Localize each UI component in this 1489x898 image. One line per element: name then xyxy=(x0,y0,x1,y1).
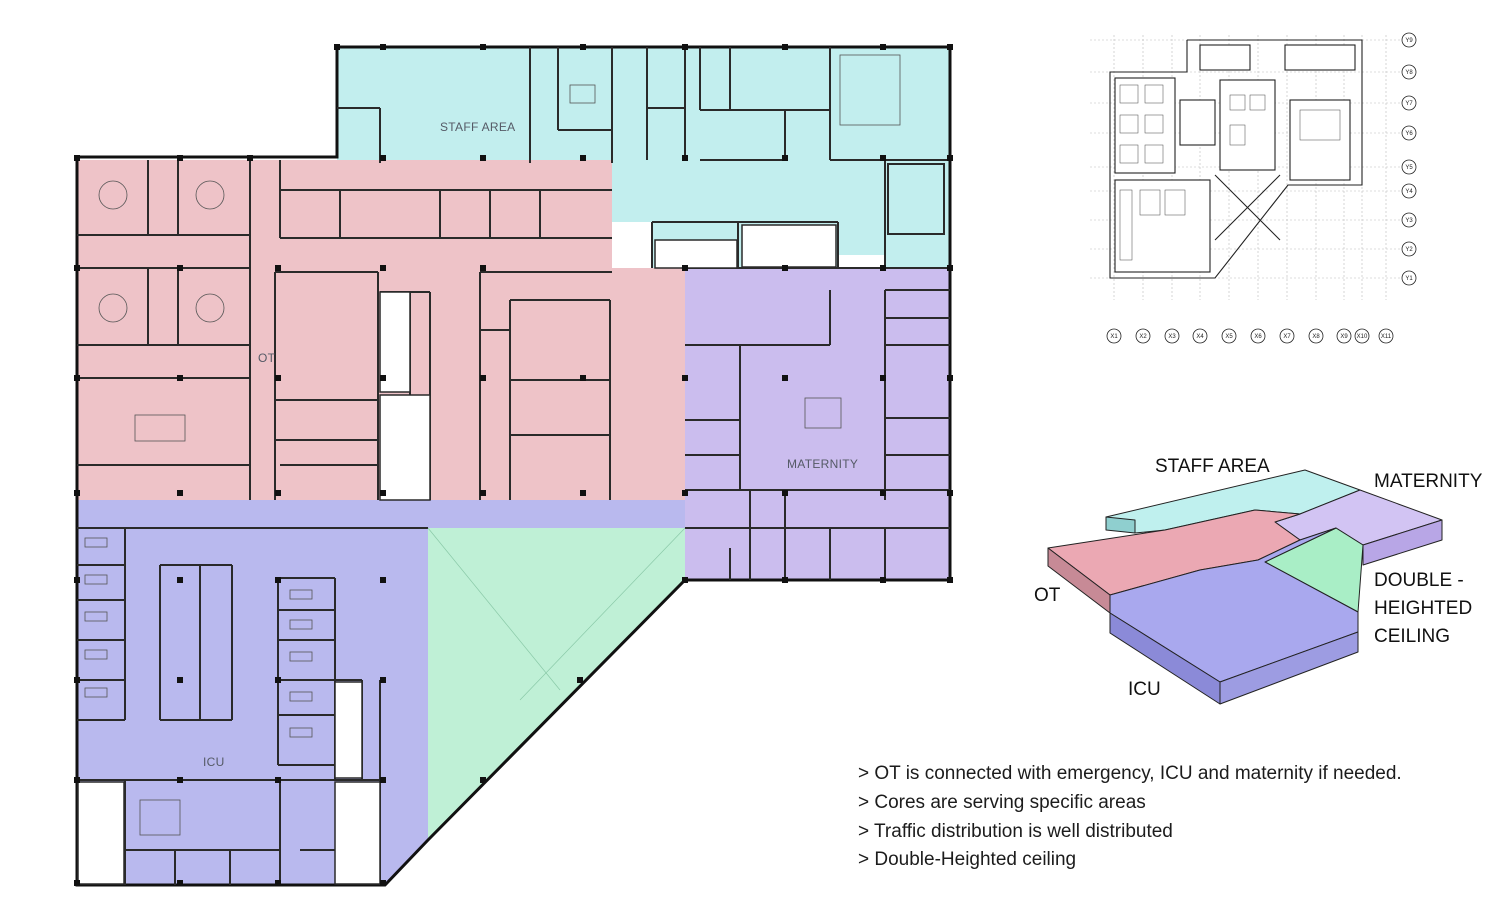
key-plan-x-label: X5 xyxy=(1221,328,1237,344)
massing-label-double-height-1: DOUBLE - xyxy=(1374,570,1464,591)
svg-text:Y3: Y3 xyxy=(1405,218,1413,224)
staff-area-zone xyxy=(337,47,950,268)
massing-diagram: STAFF AREA MATERNITY DOUBLE - HEIGHTED C… xyxy=(1034,456,1483,705)
svg-text:Y8: Y8 xyxy=(1405,70,1413,76)
furniture xyxy=(84,54,901,836)
key-plan-x-label: X10 xyxy=(1354,328,1370,344)
note-item: > Double-Heighted ceiling xyxy=(858,849,1077,870)
key-plan-y-label: Y1 xyxy=(1401,270,1417,286)
key-plan-y-label: Y5 xyxy=(1401,159,1417,175)
svg-text:X6: X6 xyxy=(1254,334,1262,340)
key-plan-y-label: Y8 xyxy=(1401,64,1417,80)
key-plan-x-label: X11 xyxy=(1378,328,1394,344)
svg-text:X4: X4 xyxy=(1196,334,1204,340)
interior-walls xyxy=(77,160,612,500)
key-plan-y-label: Y3 xyxy=(1401,212,1417,228)
svg-text:Y1: Y1 xyxy=(1405,276,1413,282)
cores xyxy=(77,224,837,885)
massing-label-staff-area: STAFF AREA xyxy=(1155,456,1270,477)
svg-text:Y2: Y2 xyxy=(1405,247,1413,253)
svg-text:Y4: Y4 xyxy=(1405,189,1413,195)
svg-text:X11: X11 xyxy=(1381,334,1392,340)
massing-label-maternity: MATERNITY xyxy=(1374,471,1483,492)
svg-text:X2: X2 xyxy=(1139,334,1147,340)
key-plan-y-label: Y2 xyxy=(1401,241,1417,257)
massing-label-icu: ICU xyxy=(1128,679,1161,700)
massing-label-double-height-3: CEILING xyxy=(1374,626,1450,647)
zone-label-ot: OT xyxy=(258,351,276,365)
key-plan-x-label: X4 xyxy=(1192,328,1208,344)
key-plan-x-label: X6 xyxy=(1250,328,1266,344)
svg-text:X8: X8 xyxy=(1312,334,1320,340)
massing-label-ot: OT xyxy=(1034,585,1061,606)
svg-text:Y7: Y7 xyxy=(1405,101,1413,107)
key-plan-y-label: Y6 xyxy=(1401,125,1417,141)
svg-text:Y9: Y9 xyxy=(1405,38,1413,44)
svg-text:X3: X3 xyxy=(1168,334,1176,340)
key-plan-y-label: Y9 xyxy=(1401,32,1417,48)
structural-columns xyxy=(74,44,953,886)
exterior-wall xyxy=(75,45,952,887)
svg-text:X7: X7 xyxy=(1283,334,1291,340)
svg-text:X9: X9 xyxy=(1340,334,1348,340)
key-plan-y-label: Y7 xyxy=(1401,95,1417,111)
svg-text:Y5: Y5 xyxy=(1405,165,1413,171)
svg-text:X10: X10 xyxy=(1357,334,1368,340)
key-plan-x-label: X3 xyxy=(1164,328,1180,344)
floor-plan: STAFF AREA OT MATERNITY ICU xyxy=(74,44,953,887)
key-plan-y-label: Y4 xyxy=(1401,183,1417,199)
zone-label-maternity: MATERNITY xyxy=(787,457,858,471)
zone-label-icu: ICU xyxy=(203,755,225,769)
key-plan-x-label: X8 xyxy=(1308,328,1324,344)
svg-text:X5: X5 xyxy=(1225,334,1233,340)
maternity-zone xyxy=(685,268,950,580)
double-height-zone xyxy=(428,528,685,840)
note-item: > Cores are serving specific areas xyxy=(858,792,1146,813)
massing-label-double-height-2: HEIGHTED xyxy=(1374,598,1472,619)
key-plan-x-label: X7 xyxy=(1279,328,1295,344)
zone-label-staff-area: STAFF AREA xyxy=(440,120,515,134)
key-plan-x-label: X9 xyxy=(1336,328,1352,344)
svg-text:X1: X1 xyxy=(1110,334,1118,340)
key-plan-x-label: X1 xyxy=(1106,328,1122,344)
note-item: > OT is connected with emergency, ICU an… xyxy=(858,763,1402,784)
key-plan-x-label: X2 xyxy=(1135,328,1151,344)
svg-text:Y6: Y6 xyxy=(1405,131,1413,137)
note-item: > Traffic distribution is well distribut… xyxy=(858,821,1173,842)
key-plan: X1 X2 X3 X4 X5 X6 X7 X8 X9 X10 X11 Y9Y8Y7Y6Y5Y4Y3Y… xyxy=(1090,32,1417,344)
